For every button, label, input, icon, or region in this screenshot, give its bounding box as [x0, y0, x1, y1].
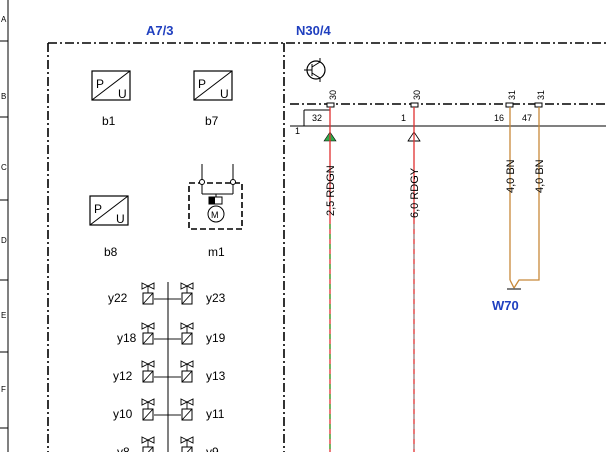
valves-right-column — [168, 282, 194, 452]
pin-3-bottom-label: 16 — [494, 113, 504, 123]
connector-pins: 30 32 2,5 RDGN 30 1 6,0 RDGY 31 16 4,0 B… — [312, 90, 546, 452]
valve-label-y23: y23 — [206, 291, 226, 305]
valve-label-y11: y11 — [206, 407, 225, 421]
sensor-b8-u-glyph: U — [116, 212, 125, 226]
valve-symbol-y10 — [141, 398, 155, 421]
connector-index-label: 1 — [295, 126, 300, 136]
pin-3-top-label: 31 — [507, 90, 517, 100]
pin-1: 30 32 2,5 RDGN — [312, 90, 338, 452]
valve-symbol-y23 — [180, 282, 194, 305]
row-letter-f: F — [1, 385, 6, 394]
harness-w70-label: W70 — [492, 298, 519, 313]
pin-2-bottom-label: 1 — [401, 113, 406, 123]
valve-label-y10: y10 — [113, 407, 133, 421]
valve-label-y22: y22 — [108, 291, 128, 305]
pin-4-bottom-label: 47 — [522, 113, 532, 123]
pin-4-wire-label: 4,0 BN — [534, 159, 546, 193]
valve-symbol-y18 — [141, 322, 155, 345]
sensor-b7: P U b7 — [193, 70, 233, 128]
valve-label-y18: y18 — [117, 331, 137, 345]
sensor-b1-p-glyph: P — [96, 77, 104, 91]
valve-symbol-y13 — [180, 360, 194, 383]
row-letter-b: B — [1, 92, 6, 101]
sensor-b8: P U b8 — [89, 195, 129, 259]
valve-block: y22 y18 y12 y10 y8 y23 y19 y13 y11 y9 — [108, 282, 226, 452]
row-letter-d: D — [1, 236, 7, 245]
sensor-b1-u-glyph: U — [118, 87, 127, 101]
harness-w70-splice: W70 — [492, 288, 521, 313]
valve-symbol-y11 — [180, 398, 194, 421]
valve-label-y9: y9 — [206, 445, 219, 452]
valve-symbol-y19 — [180, 322, 194, 345]
sensor-b7-p-glyph: P — [198, 77, 206, 91]
row-letter-a: A — [1, 15, 7, 24]
pin-2: 30 1 6,0 RDGY — [401, 90, 422, 452]
row-letter-c: C — [1, 163, 7, 172]
valve-label-y12: y12 — [113, 369, 133, 383]
sensor-b8-p-glyph: P — [94, 202, 102, 216]
pump-motor-m1: M m1 — [188, 164, 243, 259]
connector-bar: 1 — [290, 109, 606, 136]
sensor-b7-label: b7 — [205, 114, 219, 128]
pin-3: 31 16 4,0 BN — [494, 90, 517, 280]
sensor-b1: P U b1 — [91, 70, 131, 128]
pin-1-top-label: 30 — [328, 90, 338, 100]
module-borders — [47, 42, 606, 452]
sensor-b8-label: b8 — [104, 245, 118, 259]
pin-2-wire-label: 6,0 RDGY — [409, 167, 421, 218]
valve-label-y13: y13 — [206, 369, 226, 383]
sensor-b7-u-glyph: U — [220, 87, 229, 101]
valve-label-y8: y8 — [117, 445, 130, 452]
valve-label-y19: y19 — [206, 331, 226, 345]
pin-2-top-label: 30 — [412, 90, 422, 100]
pin-1-bottom-label: 32 — [312, 113, 322, 123]
valves-left-column — [141, 282, 168, 452]
valve-symbol-y22 — [141, 282, 155, 305]
transistor-icon — [304, 58, 326, 82]
pin-4-top-label: 31 — [536, 90, 546, 100]
row-letter-e: E — [1, 311, 6, 320]
valve-symbol-y8 — [141, 436, 155, 452]
valve-symbol-y9 — [180, 436, 194, 452]
valve-symbol-y12 — [141, 360, 155, 383]
pin-4: 31 47 4,0 BN — [509, 90, 546, 289]
motor-icon — [207, 205, 225, 223]
module-title-n30-4: N30/4 — [296, 23, 331, 38]
row-ruler: A B C D E F — [0, 0, 9, 452]
module-title-a7-3: A7/3 — [146, 23, 173, 38]
pin-1-wire-label: 2,5 RDGN — [325, 165, 337, 216]
motor-glyph: M — [211, 210, 219, 220]
sensor-b1-label: b1 — [102, 114, 116, 128]
motor-m1-label: m1 — [208, 245, 225, 259]
pin-3-wire-label: 4,0 BN — [505, 159, 517, 193]
